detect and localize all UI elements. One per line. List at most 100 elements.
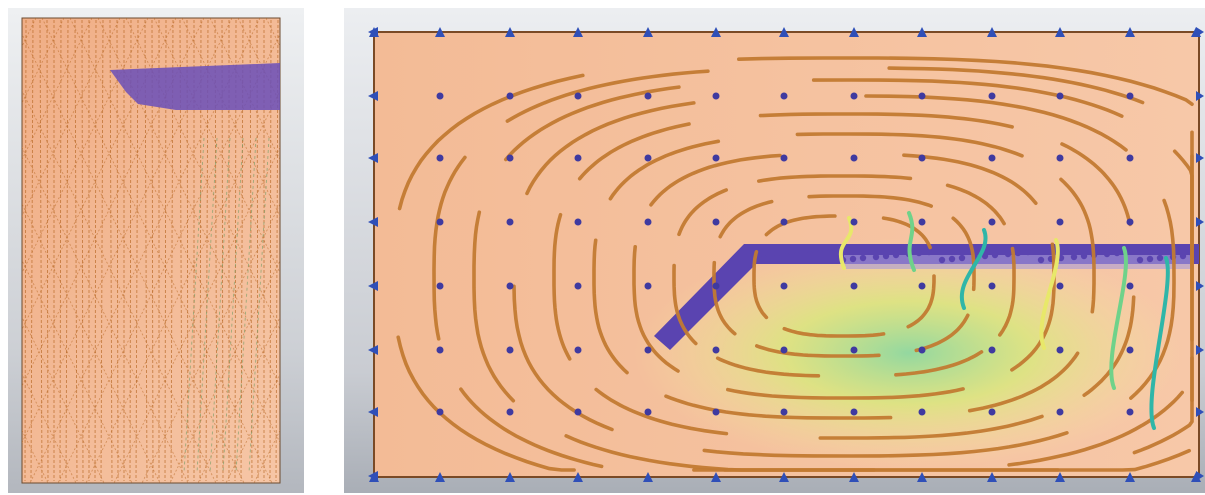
side-view-streak (248, 137, 270, 474)
top-view-boundary-marker (368, 153, 378, 163)
top-view-streamtube (702, 431, 1069, 458)
top-view-probe-point (780, 282, 788, 290)
top-view-baffle-particle (1080, 252, 1088, 260)
top-view-baffle-particle (915, 249, 923, 257)
side-view-streak (22, 89, 217, 483)
top-view-probe-point (436, 92, 444, 100)
top-view-boundary-marker (1055, 27, 1065, 37)
side-view-streak (29, 18, 261, 483)
side-view-streak (22, 259, 133, 483)
top-view-probe-point (712, 282, 720, 290)
side-view-streak (22, 372, 77, 483)
top-view-probe-point (918, 154, 926, 162)
top-view-probe-point (1056, 408, 1064, 416)
top-view-probe-point (712, 346, 720, 354)
top-view-baffle-particle (1156, 254, 1164, 262)
top-view-probe-point (988, 92, 996, 100)
top-view-probe-point (644, 408, 652, 416)
top-view-probe-point (918, 282, 926, 290)
top-view-streamtube (715, 356, 821, 378)
top-view-streamtube (906, 274, 936, 329)
top-view-streamtube (1060, 142, 1132, 227)
top-view-boundary-marker (368, 471, 378, 481)
top-view-streamtube (818, 414, 1044, 440)
top-view-probe-point (712, 408, 720, 416)
side-view-streak (22, 203, 161, 483)
side-view-streak (22, 146, 189, 483)
side-view-streak (169, 259, 280, 483)
top-view-probe-point (644, 346, 652, 354)
top-view-probe-point (918, 408, 926, 416)
top-view-probe-point (1126, 92, 1134, 100)
top-view-probe-point (1056, 282, 1064, 290)
top-view-streamtube (902, 153, 1038, 205)
side-view-obstacle (110, 63, 280, 110)
top-view-boundary-marker (573, 27, 583, 37)
top-view-streamtube (525, 101, 696, 196)
side-view-streak (209, 137, 231, 474)
top-view-baffle (654, 244, 1199, 350)
side-view-streak (196, 137, 218, 474)
side-view-render (8, 8, 304, 493)
top-view-streamtube (807, 194, 933, 208)
top-view-boundary-marker (1196, 27, 1204, 37)
top-view-probe-point (644, 218, 652, 226)
top-view-boundary-marker (849, 27, 859, 37)
side-view-streak (30, 19, 34, 482)
top-view-baffle-particle (1004, 250, 1012, 258)
top-view-baffle-particle (1103, 250, 1111, 258)
top-view-probe-point (574, 218, 582, 226)
top-view-probe-point (780, 154, 788, 162)
side-view-streak (41, 18, 273, 483)
top-view-riser-tube (907, 211, 916, 272)
top-view-probe-point (1126, 282, 1134, 290)
top-view-probe-point (988, 282, 996, 290)
side-view-streak (24, 19, 27, 482)
top-view-boundary-marker (711, 27, 721, 37)
top-view-probe-point (436, 408, 444, 416)
top-view-probe-point (506, 282, 514, 290)
top-view-streamtube (1082, 295, 1136, 397)
top-view-probe-point (1056, 154, 1064, 162)
side-view-streak (94, 19, 97, 482)
top-view-streamtube (594, 387, 729, 436)
top-view-baffle-particle (1179, 252, 1187, 260)
top-view-streamtube (718, 199, 774, 239)
top-view-baffle-particle (1024, 248, 1032, 256)
top-view-baffle-particle (783, 252, 791, 260)
top-view-streamlines (396, 56, 1194, 472)
top-view-probe-point (712, 218, 720, 226)
top-view-probe-point (506, 408, 514, 416)
top-view-streamtube (632, 245, 680, 373)
top-view-streamtube (887, 66, 1145, 105)
top-view-streamtube (1129, 198, 1176, 400)
side-view-streak (59, 19, 62, 482)
top-view-probe-point (780, 346, 788, 354)
top-view-streamtube (737, 56, 1194, 106)
top-view-streamtube (757, 174, 913, 183)
top-view-baffle-particle (1070, 253, 1078, 261)
top-view-probe-point (436, 218, 444, 226)
top-view-probe-point (436, 346, 444, 354)
top-view-boundary-marker (505, 472, 515, 482)
top-view-streamtube (894, 350, 984, 377)
top-view-baffle-particle (1136, 256, 1144, 264)
top-view-probe-point (988, 408, 996, 416)
top-view-probe-point (712, 92, 720, 100)
top-view-baffle-particle (925, 248, 933, 256)
top-view-probe-point (780, 408, 788, 416)
top-view-baffle-particle (882, 252, 890, 260)
top-view-baffle-particle (849, 255, 857, 263)
side-view-streak (109, 19, 113, 482)
top-view-probe-point (1126, 218, 1134, 226)
top-view-baffle-particle (892, 251, 900, 259)
top-view-boundary-marker (643, 27, 653, 37)
top-view-probe-point (918, 346, 926, 354)
top-view-boundary-marker (368, 407, 378, 417)
top-view-boundary-marker (1125, 472, 1135, 482)
top-view-probe-point (1056, 92, 1064, 100)
top-view-boundary-marker (1196, 345, 1204, 355)
top-view-probe-point (644, 154, 652, 162)
top-view-baffle-particle (872, 253, 880, 261)
top-view-probe-point (988, 154, 996, 162)
